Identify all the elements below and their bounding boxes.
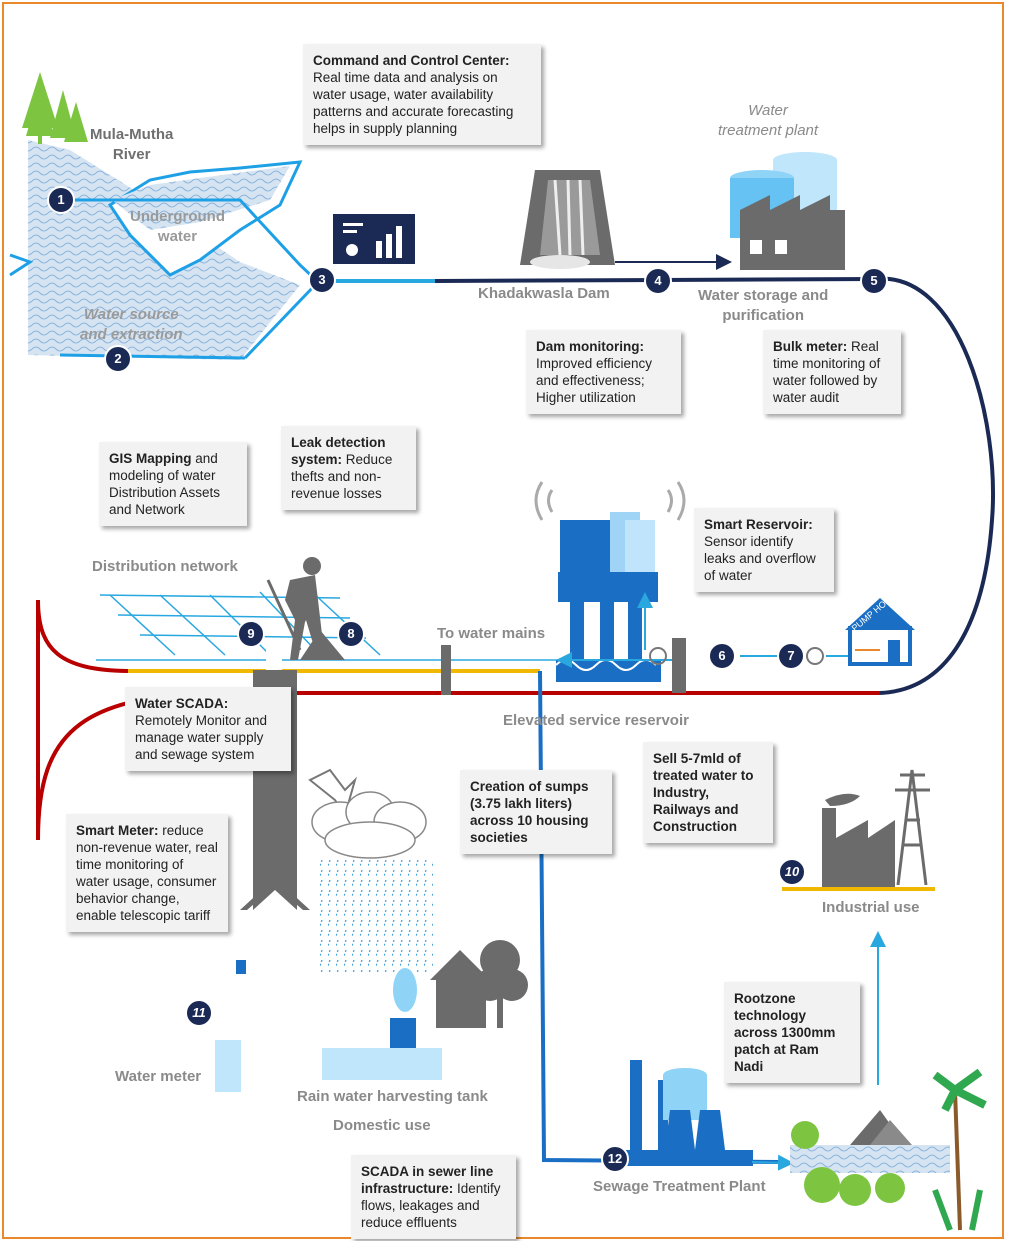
callout-sumps: Creation of sumps (3.75 lakh liters) acr… xyxy=(460,770,612,854)
callout-rootzone: Rootzone technology across 1300mm patch … xyxy=(724,982,860,1083)
callout-water-scada: Water SCADA: Remotely Monitor and manage… xyxy=(125,687,291,771)
pine-trees-icon xyxy=(22,72,88,144)
step-12-marker: 12 xyxy=(601,1145,629,1173)
distribution-label: Distribution network xyxy=(92,558,238,575)
underground-label: Underground water xyxy=(130,208,225,245)
domestic-label: Domestic use xyxy=(333,1117,431,1134)
water-source-terrain xyxy=(9,140,320,360)
reservoir-label: Elevated service reservoir xyxy=(503,712,689,729)
callout-dam-monitoring: Dam monitoring: Improved efficiency and … xyxy=(526,330,681,414)
rain-cloud-icon xyxy=(308,768,433,1012)
step-7-marker: 7 xyxy=(777,642,805,670)
callout-smart-meter: Smart Meter: reduce non-revenue water, r… xyxy=(66,814,228,932)
industrial-label: Industrial use xyxy=(822,899,920,916)
mains-label: To water mains xyxy=(437,625,546,642)
pump-house-icon xyxy=(845,598,915,666)
house-tree-icon xyxy=(430,940,528,1028)
wetland-icon xyxy=(790,1068,987,1232)
callout-sell-water: Sell 5-7mld of treated water to Industry… xyxy=(643,742,773,843)
rain-collector xyxy=(390,1018,416,1048)
factory-icon xyxy=(782,793,935,891)
step-1-marker: 1 xyxy=(47,186,75,214)
stp-label: Sewage Treatment Plant xyxy=(593,1178,766,1195)
callout-leak-detection: Leak detection system: Reduce thefts and… xyxy=(281,426,416,510)
step-9-marker: 9 xyxy=(237,620,265,648)
callout-sewer-scada: SCADA in sewer line infrastructure: Iden… xyxy=(351,1155,516,1239)
step-6-marker: 6 xyxy=(708,642,736,670)
meter-label: Water meter xyxy=(115,1068,202,1085)
treatment-plant-icon xyxy=(730,152,845,270)
step-3-marker: 3 xyxy=(308,266,336,294)
storage-label: Water storage and purification xyxy=(698,287,829,324)
step-4-marker: 4 xyxy=(644,267,672,295)
rain-tank xyxy=(322,1048,442,1080)
sewage-plant-icon xyxy=(608,1060,753,1166)
step-10-marker: 10 xyxy=(778,858,806,886)
dam-label: Khadakwasla Dam xyxy=(478,285,610,302)
water-meter-box xyxy=(215,1040,241,1092)
plant-label: Water treatment plant xyxy=(718,102,819,139)
power-tower-icon xyxy=(895,769,930,886)
rain-tank-label: Rain water harvesting tank xyxy=(297,1088,488,1105)
dam-icon xyxy=(520,170,732,270)
callout-smart-reservoir: Smart Reservoir: Sensor identify leaks a… xyxy=(694,508,834,592)
river-label: Mula-Mutha River xyxy=(90,126,174,163)
callout-bulk-meter: Bulk meter: Real time monitoring of wate… xyxy=(763,330,901,414)
callout-gis-mapping: GIS Mapping and modeling of water Distri… xyxy=(99,442,247,526)
callout-command-center: Command and Control Center: Real time da… xyxy=(303,44,541,145)
step-8-marker: 8 xyxy=(337,620,365,648)
step-2-marker: 2 xyxy=(104,345,132,373)
dashboard-icon xyxy=(333,214,415,264)
step-5-marker: 5 xyxy=(860,267,888,295)
smart-reservoir-icon xyxy=(441,481,850,695)
pipeline-loop xyxy=(874,276,995,695)
step-11-marker: 11 xyxy=(185,999,213,1027)
source-label: Water source and extraction xyxy=(80,306,183,343)
worker-icon xyxy=(266,557,345,660)
